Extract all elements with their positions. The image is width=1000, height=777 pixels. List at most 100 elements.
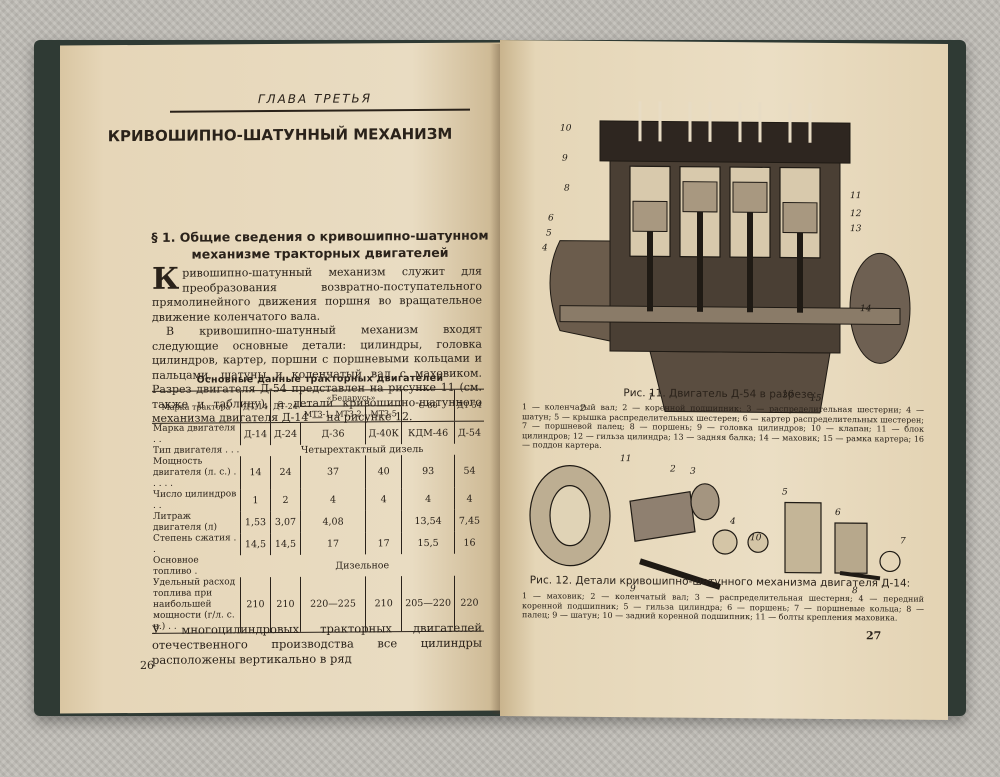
row-label: Тип двигателя . . . [153,445,240,456]
running-head: ГЛАВА ТРЕТЬЯ [257,91,373,107]
fig2-label: 8 [852,586,858,596]
cell: 7,45 [454,509,484,532]
engine-parts-figure: 11 2 3 4 10 5 6 7 8 9 [529,454,906,596]
cell: 2 [270,488,301,512]
col-header: ДТ-24 [270,390,301,423]
cell: 4 [365,488,402,511]
piston [682,181,718,213]
section-title: § 1. Общие сведения о кривошипно-шатунно… [151,227,489,262]
fig2-label: 10 [750,533,762,543]
cell [365,510,402,533]
cell: КДМ-46 [401,421,455,445]
cell: Д-24 [270,422,301,446]
table-row: Мощность двигателя (л. с.) . . . . . 14 … [152,454,484,490]
crankshaft-part [629,491,696,542]
fig1-label: 8 [564,184,570,194]
piston [632,200,668,233]
timing-gear-part [690,483,720,521]
cell: Д-36 [300,421,366,445]
belarus-header: «Беларусь» [300,389,402,407]
col-header: МТЗ-5 [365,405,402,422]
row-label: Число цилиндров . . [153,489,237,511]
row-label: Литраж двигателя (л) [153,511,217,533]
dropcap: К [152,261,180,297]
row-label: Марка двигателя . . [153,423,236,445]
table-caption: Основные данные тракторных двигателей [196,372,444,386]
table-row: Основное топливо . Дизельное [152,554,484,578]
row-label: Мощность двигателя (л. с.) . . . . . [153,456,237,489]
cell: 4,08 [300,510,366,533]
cell: 1,53 [240,511,271,534]
cell: 3,07 [270,510,301,534]
fig2-label: 9 [630,584,636,594]
fig2-label: 2 [669,465,676,475]
cell: 37 [300,455,366,489]
table-row: Степень сжатия . . 14,5 14,5 17 17 15,5 … [152,531,484,556]
col-header: ДТ-14 [240,390,271,423]
rear-bearing-part [747,531,769,553]
cell: Дизельное [335,559,390,572]
page-number-right: 27 [866,629,882,643]
timing-cover [549,240,611,342]
cell: 15,5 [401,531,455,555]
cell: 93 [401,454,455,489]
fig1-label: 5 [546,228,552,238]
cell: Д-40К [365,421,402,445]
fig1-label: 1 [648,392,654,402]
fig2-label: 4 [729,517,736,527]
piston [782,202,818,234]
fig1-label: 9 [562,154,568,164]
fig1-label: 14 [860,304,872,314]
chapter-title: КРИВОШИПНО-ШАТУННЫЙ МЕХАНИЗМ [107,124,453,146]
cell: 4 [401,487,455,511]
cell: 4 [454,487,484,510]
fig1-label: 12 [850,209,862,219]
paragraph-1: ривошипно-шатунный механизм служит для п… [152,264,482,324]
piston-rings-part [879,550,901,573]
piston-part [834,522,868,574]
fig1-label: 6 [548,213,554,223]
page-number-left: 26 [140,658,154,672]
cell: 14,5 [240,533,271,556]
figure-12-legend: 1 — маховик; 2 — коленчатый вал; 3 — рас… [522,591,924,623]
fig1-label: 15 [810,394,822,404]
fig1-label: 16 [782,390,794,400]
engine-specs-table: Марка трактора ДТ-14 ДТ-24 «Беларусь» С-… [152,389,484,634]
col-header: МТЗ-1, МТЗ-2 [300,405,366,423]
table-row: Литраж двигателя (л) 1,53 3,07 4,08 13,5… [152,509,484,534]
left-page: ГЛАВА ТРЕТЬЯ КРИВОШИПНО-ШАТУННЫЙ МЕХАНИЗ… [60,42,500,714]
col-header: ДТ-54 [454,389,484,422]
table-row: Марка двигателя . . Д-14 Д-24 Д-36 Д-40К… [152,421,484,446]
cell: 17 [300,532,366,555]
table-row: Число цилиндров . . 1 2 4 4 4 4 [152,487,484,512]
cell: 1 [240,489,271,512]
row-label: Степень сжатия . . [153,533,237,555]
fig1-label: 4 [541,243,548,253]
fig1-label: 2 [579,404,586,414]
cell: 40 [365,455,402,489]
fig1-label: 11 [850,191,861,201]
cell: 14,5 [270,532,301,556]
fig2-label: 7 [900,537,906,547]
fig2-label: 6 [835,508,841,518]
fig2-label: 5 [782,488,788,498]
cell: 54 [454,454,484,488]
bottom-text: У многоцилиндровых тракторных двигателей… [152,620,482,667]
cell: 14 [240,456,271,490]
cell: 4 [300,488,366,511]
fig1-label: 13 [850,224,862,234]
cell: Д-54 [454,421,484,444]
cell: 13,54 [401,509,455,533]
cylinder-liner-part [784,501,822,574]
header-rule [170,108,470,113]
cell: 16 [454,531,484,554]
fig2-label: 3 [690,467,696,477]
right-page: 10 9 8 6 5 4 11 12 13 14 15 16 1 2 Рис. … [500,40,948,720]
row-label: Основное топливо . [153,555,199,577]
connecting-rod-part [639,558,721,590]
fig1-label: 10 [560,124,572,134]
table-header-label: Марка трактора [152,390,241,424]
fig2-label: 11 [620,454,631,464]
cell: 17 [365,532,402,555]
front-bearing-part [712,529,738,555]
